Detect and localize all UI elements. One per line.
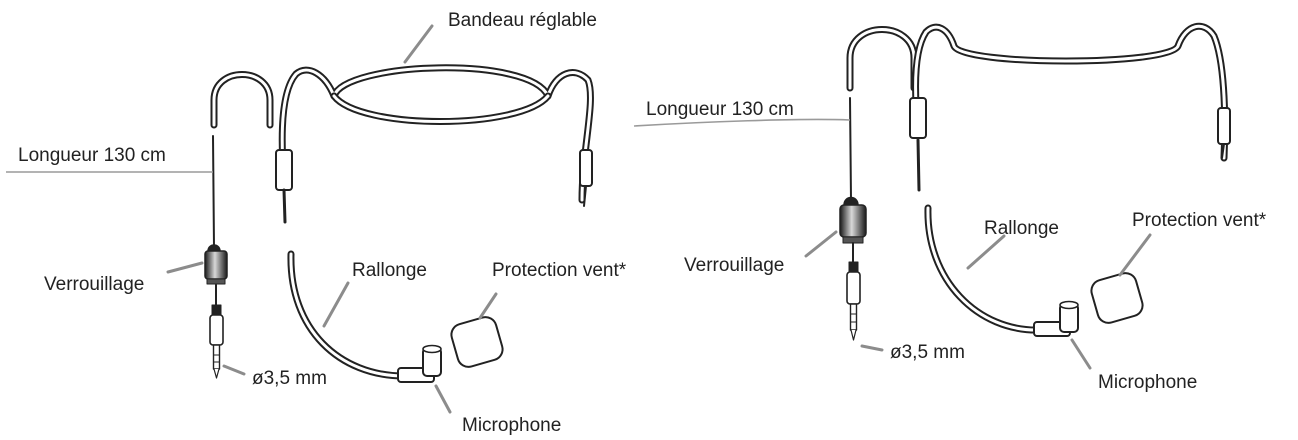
left-label-length: Longueur 130 cm	[18, 145, 166, 166]
left-headband	[275, 64, 594, 224]
right-microphone	[1033, 300, 1079, 337]
right-label-extension: Rallonge	[984, 218, 1059, 239]
left-lock	[204, 244, 228, 285]
left-label-plug: ø3,5 mm	[252, 368, 327, 389]
right-headset	[839, 22, 1231, 341]
right-label-windscreen: Protection vent*	[1132, 210, 1267, 231]
left-boom	[287, 250, 408, 380]
left-label-headband: Bandeau réglable	[448, 10, 597, 31]
right-lock	[839, 196, 867, 244]
left-label-extension: Rallonge	[352, 260, 427, 281]
left-leaders	[6, 24, 498, 414]
left-windscreen	[450, 316, 504, 368]
right-windscreen	[1090, 272, 1144, 324]
right-label-microphone: Microphone	[1098, 372, 1197, 393]
left-label-windscreen: Protection vent*	[492, 260, 627, 281]
left-microphone	[397, 344, 442, 383]
right-boom	[924, 204, 1044, 334]
left-labels: Bandeau réglable Longueur 130 cm Verroui…	[18, 10, 627, 436]
left-headset	[204, 64, 594, 383]
right-leaders	[633, 118, 1152, 370]
right-labels: Longueur 130 cm Verrouillage Rallonge Pr…	[646, 99, 1267, 393]
right-label-length: Longueur 130 cm	[646, 99, 794, 120]
right-plug	[846, 261, 861, 341]
right-headband	[909, 22, 1231, 192]
right-cable	[849, 97, 852, 201]
right-label-lock: Verrouillage	[684, 255, 784, 276]
right-label-plug: ø3,5 mm	[890, 342, 965, 363]
left-label-lock: Verrouillage	[44, 274, 144, 295]
left-plug	[209, 304, 224, 379]
left-label-microphone: Microphone	[462, 415, 561, 436]
left-cable	[212, 135, 215, 249]
